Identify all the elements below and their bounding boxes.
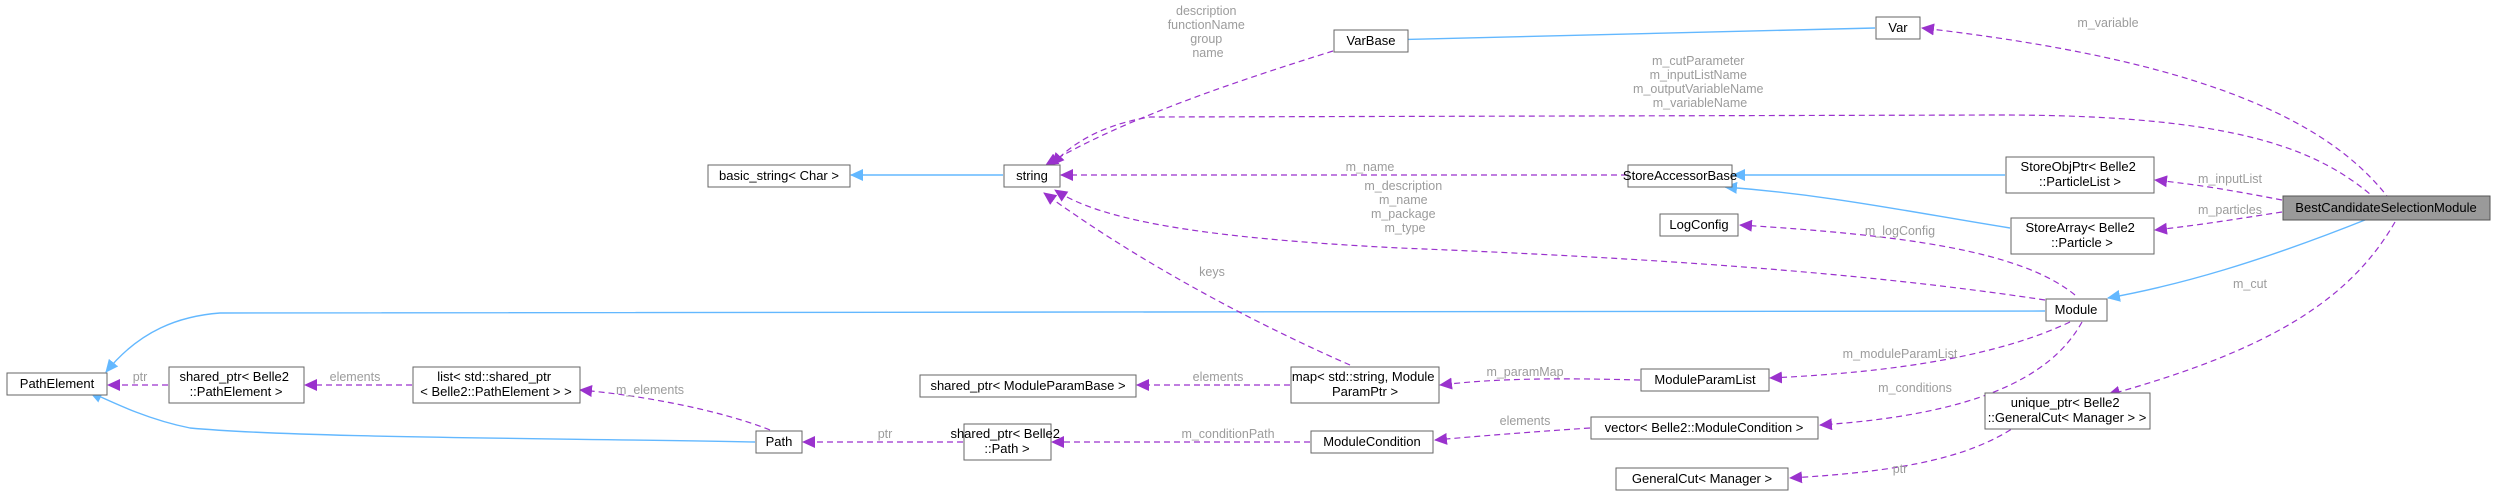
edge-best-to-module bbox=[2107, 217, 2371, 302]
node-store-accessor-base[interactable]: StoreAccessorBase bbox=[1623, 164, 1737, 188]
edge-paramlist-to-map bbox=[1439, 377, 1641, 390]
edge-label-module-paramlist: m_moduleParamList bbox=[1843, 347, 1958, 361]
node-log-config[interactable]: LogConfig bbox=[1659, 213, 1739, 237]
node-varbase[interactable]: VarBase bbox=[1333, 29, 1409, 53]
edge-label-spe-pathelement: ptr bbox=[133, 370, 148, 384]
edge-label-best-string: m_cutParameter m_inputListName m_outputV… bbox=[1633, 54, 1767, 110]
edge-map-to-string bbox=[1043, 192, 1351, 366]
edge-label-cut-generalcut: ptr bbox=[1893, 462, 1908, 476]
edge-best-to-storearray bbox=[2154, 211, 2283, 235]
edge-label-modcond-sppath: m_conditionPath bbox=[1181, 427, 1274, 441]
node-shared-ptr-module-param-base[interactable]: shared_ptr< ModuleParamBase > bbox=[919, 374, 1137, 398]
edge-best-to-string bbox=[1051, 114, 2378, 201]
edge-label-best-cut: m_cut bbox=[2233, 277, 2268, 291]
edge-path-to-pathelement bbox=[89, 391, 756, 443]
edge-module-to-paramlist bbox=[1769, 321, 2071, 384]
edge-label-module-vector: m_conditions bbox=[1878, 381, 1952, 395]
svg-text:list< std::shared_ptr: list< std::shared_ptr < Belle2::PathElem… bbox=[420, 369, 571, 399]
edge-best-to-var bbox=[1921, 23, 2391, 201]
node-module-condition[interactable]: ModuleCondition bbox=[1310, 430, 1434, 454]
edge-label-map-spmpb: elements bbox=[1193, 370, 1244, 384]
node-unique-ptr-general-cut[interactable]: unique_ptr< Belle2 ::GeneralCut< Manager… bbox=[1984, 392, 2151, 430]
edge-label-sab-string: m_name bbox=[1346, 160, 1395, 174]
svg-text:shared_ptr< ModuleParamBase >: shared_ptr< ModuleParamBase > bbox=[930, 378, 1125, 393]
node-store-array[interactable]: StoreArray< Belle2 ::Particle > bbox=[2010, 217, 2155, 255]
svg-text:BestCandidateSelectionModule: BestCandidateSelectionModule bbox=[2295, 200, 2476, 215]
node-best-candidate-selection-module[interactable]: BestCandidateSelectionModule bbox=[2282, 195, 2491, 221]
edge-label-map-string: keys bbox=[1199, 265, 1225, 279]
edge-module-to-vector bbox=[1819, 321, 2083, 431]
edge-path-to-list bbox=[579, 385, 771, 431]
svg-text:ModuleParamList: ModuleParamList bbox=[1654, 372, 1756, 387]
usage-edges bbox=[107, 23, 2396, 484]
edge-label-varbase-string: description functionName group name bbox=[1168, 4, 1249, 60]
node-string[interactable]: string bbox=[1003, 164, 1061, 188]
edge-vector-to-modulecondition bbox=[1434, 427, 1591, 445]
svg-text:shared_ptr< Belle2 ::P: shared_ptr< Belle2 ::Path > bbox=[950, 426, 1063, 456]
svg-text:StoreObjPtr< Belle2 ::: StoreObjPtr< Belle2 ::ParticleList > bbox=[2021, 159, 2140, 189]
edge-module-to-pathelement bbox=[105, 310, 2046, 373]
node-vector-module-condition[interactable]: vector< Belle2::ModuleCondition > bbox=[1590, 416, 1819, 440]
nodes: Var VarBase string basic_string< Char > … bbox=[6, 16, 2491, 491]
edge-best-to-generalcut-ptr bbox=[2107, 221, 2396, 398]
node-module-param-list[interactable]: ModuleParamList bbox=[1640, 368, 1770, 392]
node-map-module-param-ptr[interactable]: map< std::string, Module ParamPtr > bbox=[1290, 366, 1440, 404]
node-basic-string[interactable]: basic_string< Char > bbox=[707, 164, 851, 188]
edge-label-best-storeobjptr: m_inputList bbox=[2198, 172, 2262, 186]
edge-labels: description functionName group name m_cu… bbox=[133, 4, 2268, 476]
edge-label-paramlist-map: m_paramMap bbox=[1486, 365, 1563, 379]
node-module[interactable]: Module bbox=[2045, 298, 2108, 322]
node-shared-ptr-path-element[interactable]: shared_ptr< Belle2 ::PathElement > bbox=[168, 366, 305, 404]
svg-text:string: string bbox=[1016, 168, 1048, 183]
node-path-element[interactable]: PathElement bbox=[6, 372, 108, 396]
node-shared-ptr-path[interactable]: shared_ptr< Belle2 ::Path > bbox=[950, 423, 1063, 461]
edge-label-best-var: m_variable bbox=[2077, 16, 2138, 30]
svg-text:GeneralCut< Manager >: GeneralCut< Manager > bbox=[1632, 471, 1772, 486]
svg-text:vector< Belle2::ModuleConditio: vector< Belle2::ModuleCondition > bbox=[1605, 420, 1804, 435]
edge-label-sppath-path: ptr bbox=[878, 427, 893, 441]
edge-label-best-storearray: m_particles bbox=[2198, 203, 2262, 217]
svg-text:Path: Path bbox=[766, 434, 793, 449]
svg-text:basic_string< Char >: basic_string< Char > bbox=[719, 168, 839, 183]
svg-text:ModuleCondition: ModuleCondition bbox=[1323, 434, 1421, 449]
edge-label-module-logconfig: m_logConfig bbox=[1865, 224, 1935, 238]
svg-text:StoreArray< Belle2 ::P: StoreArray< Belle2 ::Particle > bbox=[2025, 220, 2138, 250]
edge-label-vector-modcond: elements bbox=[1500, 414, 1551, 428]
edge-storearray-to-storeaccessorbase bbox=[1724, 181, 2011, 229]
edge-module-to-string bbox=[1054, 189, 2046, 301]
svg-text:Var: Var bbox=[1888, 20, 1908, 35]
node-store-obj-ptr[interactable]: StoreObjPtr< Belle2 ::ParticleList > bbox=[2005, 156, 2155, 194]
edge-module-to-logconfig bbox=[1739, 219, 2076, 296]
svg-text:VarBase: VarBase bbox=[1347, 33, 1396, 48]
edge-best-to-storeobjptr bbox=[2154, 175, 2283, 201]
edge-var-to-varbase bbox=[1382, 27, 1876, 46]
svg-text:LogConfig: LogConfig bbox=[1669, 217, 1728, 232]
svg-text:Module: Module bbox=[2055, 302, 2098, 317]
node-path[interactable]: Path bbox=[755, 430, 803, 454]
inheritance-edges bbox=[89, 27, 2371, 443]
svg-text:shared_ptr< Belle2 ::P: shared_ptr< Belle2 ::PathElement > bbox=[179, 369, 292, 399]
node-general-cut[interactable]: GeneralCut< Manager > bbox=[1615, 467, 1789, 491]
svg-text:map< std::string, Module: map< std::string, Module ParamPtr > bbox=[1292, 369, 1438, 399]
svg-text:PathElement: PathElement bbox=[20, 376, 95, 391]
edge-label-path-list: m_elements bbox=[616, 383, 684, 397]
edge-label-list-spe: elements bbox=[330, 370, 381, 384]
node-list-shared-ptr[interactable]: list< std::shared_ptr < Belle2::PathElem… bbox=[412, 366, 581, 404]
edge-label-module-string: m_description m_name m_package m_type bbox=[1364, 179, 1445, 235]
svg-text:StoreAccessorBase: StoreAccessorBase bbox=[1623, 168, 1737, 183]
node-var[interactable]: Var bbox=[1875, 16, 1921, 40]
edge-varbase-to-string bbox=[1045, 50, 1334, 166]
svg-text:unique_ptr< Belle2 ::G: unique_ptr< Belle2 ::GeneralCut< Manager… bbox=[1988, 395, 2147, 425]
